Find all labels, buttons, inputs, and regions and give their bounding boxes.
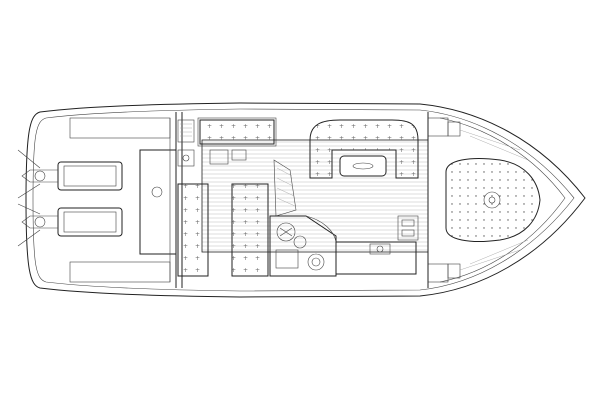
v-berth xyxy=(445,158,541,242)
galley xyxy=(335,215,419,275)
cockpit-area xyxy=(69,117,177,283)
bow-deck-lines xyxy=(459,129,529,271)
companionway-steps xyxy=(273,159,297,217)
port-settee xyxy=(197,117,277,147)
aft-berth-left xyxy=(177,183,209,277)
dinette xyxy=(309,119,419,179)
engine-starboard xyxy=(17,203,123,247)
helm-station xyxy=(209,149,307,249)
engine-port xyxy=(17,149,123,199)
aft-berth-right xyxy=(231,183,269,277)
hull-outline xyxy=(25,102,586,298)
port-side-lockers xyxy=(427,112,461,288)
